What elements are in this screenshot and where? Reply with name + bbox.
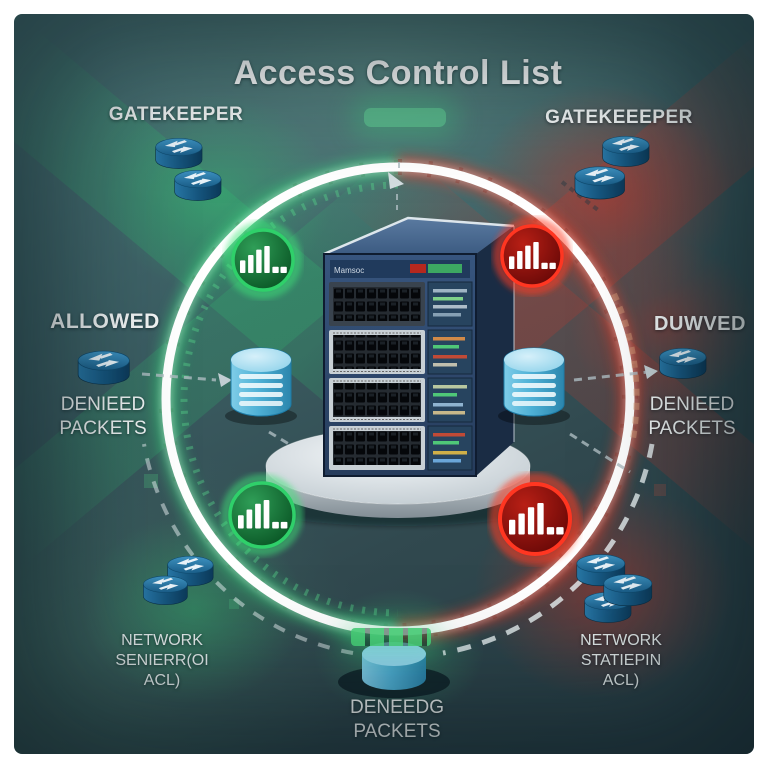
allow-status-badge [221,474,303,556]
allowed-label: ALLOWED [50,310,160,333]
flow-arrowhead [218,373,232,387]
flow-cursor-arrow [388,172,404,189]
denied-status-label: DUWVED [654,313,746,335]
flow-arrowhead [644,365,658,379]
denied-packets-label-bottom: DENEEDG PACKETS [350,696,444,744]
denied-packets-label-left: DENIEED PACKETS [59,393,146,441]
allow-status-badge [224,221,302,299]
gatekeeper-label-left: GATEKEEPER [108,104,244,125]
server-red-indicator [410,264,426,273]
switch-module [329,377,473,423]
illustration-background: Mamsoc [14,14,754,754]
database-cylinder-icon [230,347,292,417]
page-title: Access Control List [233,54,563,92]
deny-status-badge [489,473,581,565]
packet-cylinder-icon [338,642,450,698]
label-line: NETWORK [121,632,203,649]
label-line: ACL) [143,672,181,689]
deny-status-badge [493,217,571,295]
label-line: DENIEED [649,394,735,415]
database-cylinder-icon [503,347,565,417]
label-line: PACKETS [59,417,147,439]
network-acl-label-right: NETWORK STATIEPIN ACL) [580,631,662,691]
router-icon [155,138,203,169]
gatekeeper-router-cluster-top-right [574,136,650,200]
switch-module [329,425,473,471]
router-icon [143,575,188,605]
green-indicator-pill [364,108,446,127]
router-icon [574,166,625,200]
server-rack: Mamsoc [323,216,515,477]
switch-module [329,329,473,375]
gatekeeper-label-right: GATEKEEEPER [545,107,693,128]
server-brand-label: Mamsoc [334,266,364,275]
network-acl-label-left: NETWORK SENIERR(OI ACL) [115,631,208,691]
label-line: ACL) [602,672,640,689]
server-green-indicator [428,264,462,273]
label-line: STATIEPIN [580,652,662,669]
switch-module [329,281,473,327]
router-icon [602,136,650,167]
denied-packets-label-right: DENIEED PACKETS [648,393,735,441]
router-icon [603,574,653,607]
network-router-cluster-bottom-left [143,555,214,605]
label-line: NETWORK [580,632,662,649]
green-led-segment-bar [351,628,431,646]
label-line: SENIERR(OI [115,652,209,669]
label-line: DENIEED [60,394,146,415]
diagram-artwork: Mamsoc [77,136,707,698]
gatekeeper-router-cluster-top-left [155,138,222,201]
router-icon [174,170,222,201]
network-router-cluster-bottom-right [576,554,653,623]
label-line: PACKETS [353,720,441,742]
router-icon [659,348,707,379]
label-line: DENEEDG [350,697,444,718]
router-icon [77,350,130,385]
label-line: PACKETS [648,417,736,439]
